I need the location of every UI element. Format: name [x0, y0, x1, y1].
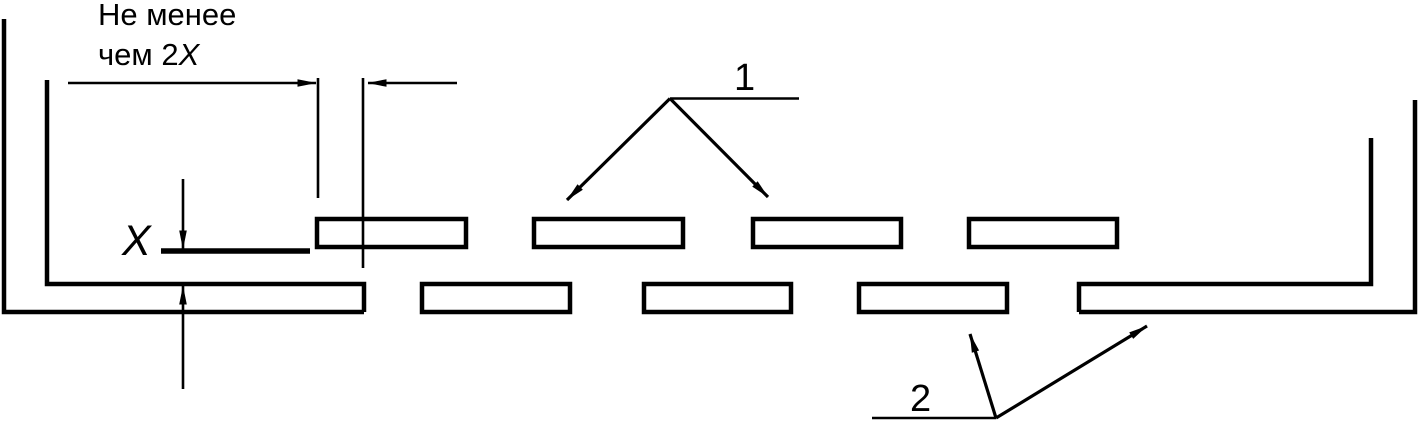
baffle-rect-2 [531, 216, 686, 250]
enclosure-right-outer-wall [1079, 100, 1418, 315]
min-dimension-label-line2: чем 2X [98, 37, 201, 72]
bottom-segment-rect-3 [856, 281, 1010, 315]
callout-1-arrow-right [668, 97, 770, 199]
x-dimension-label: X [121, 217, 153, 265]
min-dimension-label-line2-prefix: чем 2 [98, 37, 179, 72]
bottom-segment-rect-2 [641, 281, 794, 315]
callout-2-label: 2 [910, 378, 931, 420]
callout-2-arrow-up [968, 333, 998, 419]
baffle-rect-3 [750, 216, 904, 250]
enclosure-right-inner-wall [1076, 138, 1374, 312]
callout-2-arrow-upright [995, 324, 1148, 420]
callout-1-label: 1 [734, 57, 755, 99]
enclosure-left-outer-wall [1, 19, 364, 315]
bottom-segment-rect-1 [419, 281, 573, 315]
enclosure-left-inner-wall [44, 80, 367, 312]
min-dimension-label-line1: Не менее [98, 0, 236, 32]
baffle-rect-4 [966, 216, 1120, 250]
min-dimension-label-line2-variable: X [178, 37, 201, 72]
callout-1-arrow-left [565, 97, 672, 202]
baffle-rect-1 [314, 216, 469, 250]
